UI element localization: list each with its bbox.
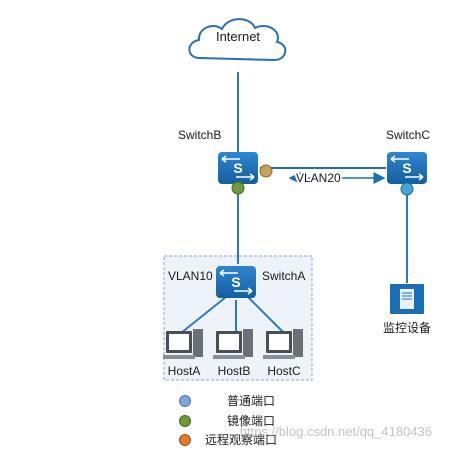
mirror-port-dot <box>231 181 245 195</box>
legend-mirror-port-label: 镜像端口 <box>227 413 275 428</box>
legend-mirror-port-swatch <box>179 415 191 427</box>
legend-normal-port-label: 普通端口 <box>227 394 275 408</box>
legend-normal-port-swatch <box>179 395 191 407</box>
switchc-icon: S <box>387 152 427 184</box>
internet-label: Internet <box>216 29 260 44</box>
legend-remote-port-label: 远程观察端口 <box>205 432 277 447</box>
monitor-device-icon <box>390 284 424 314</box>
switchc-label: SwitchC <box>386 128 430 142</box>
watermark-text: https://blog.csdn.net/qq_4180436 <box>240 424 432 439</box>
switcha-label: SwitchA <box>262 269 305 283</box>
switcha-icon: S <box>216 266 256 298</box>
switchb-label: SwitchB <box>178 128 221 142</box>
remote-observe-port-dot <box>259 164 273 178</box>
vlan10-label: VLAN10 <box>168 269 213 283</box>
hostc-label: HostC <box>267 364 301 378</box>
switchc-s-glyph: S <box>402 160 411 176</box>
hosta-label: HostA <box>168 364 201 378</box>
internet-cloud-icon <box>188 18 287 62</box>
legend: 普通端口 镜像端口 远程观察端口 <box>179 394 277 447</box>
hostc-pc-icon <box>263 329 303 359</box>
switcha-s-glyph: S <box>231 274 240 290</box>
switchb-s-glyph: S <box>233 160 242 176</box>
vlan20-label: VLAN20 <box>296 171 341 185</box>
hostb-pc-icon <box>213 329 253 359</box>
link-switcha-hosta <box>180 296 227 334</box>
link-switcha-hostc <box>247 296 285 334</box>
hosta-pc-icon <box>163 329 203 359</box>
legend-remote-port-swatch <box>179 434 191 446</box>
normal-port-dot <box>400 182 414 196</box>
switchb-icon: S <box>218 152 258 184</box>
hostb-label: HostB <box>218 364 251 378</box>
monitor-device-label: 监控设备 <box>383 321 431 335</box>
